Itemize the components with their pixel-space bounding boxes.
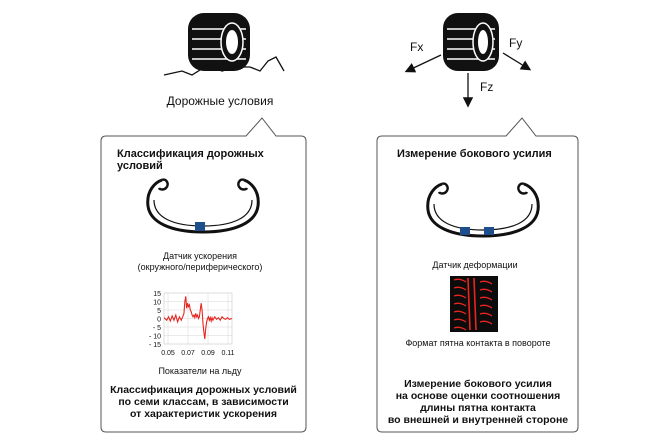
left-panel-title: Классификация дорожных условий (117, 148, 264, 172)
contact-patch-footprint (450, 276, 498, 332)
strain-sensor-icon-left (460, 227, 470, 235)
chart-y-tick-label: 10 (153, 300, 161, 307)
ice-acceleration-chart: 15 105 0- 5 - 10- 15 0.05 0.07 0.09 0.11 (149, 291, 235, 357)
chart-x-ticks: 0.05 0.07 0.09 0.11 (161, 350, 234, 357)
chart-x-tick-label: 0.11 (221, 350, 234, 357)
force-fz-label: Fz (480, 80, 494, 94)
chart-y-tick-label: - 10 (149, 334, 161, 341)
chart-y-ticks: 15 105 0- 5 - 10- 15 (149, 291, 161, 349)
chart-y-tick-label: 5 (157, 308, 161, 315)
chart-y-tick-label: 15 (153, 291, 161, 298)
tire-road-illustration (163, 13, 285, 76)
chart-y-tick-label: - 5 (153, 325, 161, 332)
ice-acceleration-series (163, 296, 233, 339)
rough-road-line (163, 56, 285, 76)
left-tire-section (146, 178, 260, 234)
strain-sensor-label: Датчик деформации (432, 260, 518, 270)
force-fx-label: Fx (410, 40, 424, 54)
force-fy-label: Fy (509, 36, 523, 50)
chart-caption: Показатели на льду (158, 366, 242, 376)
tire-forces-illustration (404, 13, 532, 108)
chart-y-tick-label: 0 (157, 317, 161, 324)
force-fx-arrow (404, 54, 442, 73)
acceleration-sensor-label-2: (окружного/периферического) (137, 262, 263, 272)
road-conditions-caption: Дорожные условия (166, 94, 274, 108)
right-tire-cross-section (426, 182, 540, 238)
right-summary-line-3: длины пятна контакта (420, 402, 536, 414)
acceleration-sensor-label-1: Датчик ускорения (162, 251, 237, 261)
right-panel-title: Измерение бокового усилия (397, 148, 552, 160)
acceleration-sensor-icon (195, 222, 205, 231)
right-summary-line-1: Измерение бокового усилия (404, 378, 552, 390)
left-callout-outline (100, 117, 307, 433)
chart-x-tick-label: 0.09 (201, 350, 215, 357)
left-tire-icon (188, 13, 250, 71)
left-summary-line-3: от характеристик ускорения (130, 408, 277, 420)
chart-y-tick-label: - 15 (149, 342, 161, 349)
strain-sensor-icon-right (484, 227, 494, 235)
force-fy-arrow (502, 52, 532, 71)
footprint-caption: Формат пятна контакта в повороте (405, 338, 551, 348)
right-summary-line-2: на основе оценки соотношения (395, 390, 561, 402)
left-tire-cross-section (146, 178, 260, 234)
left-summary-line-2: по семи классам, в зависимости (118, 396, 289, 408)
right-tire-icon (443, 13, 499, 71)
chart-x-tick-label: 0.05 (161, 350, 175, 357)
left-summary-line-1: Классификация дорожных условий (110, 384, 297, 396)
right-callout-outline (376, 117, 579, 433)
right-summary-line-4: во внешней и внутренней стороне (387, 414, 569, 426)
chart-x-tick-label: 0.07 (181, 350, 195, 357)
right-tire-section (426, 182, 540, 238)
